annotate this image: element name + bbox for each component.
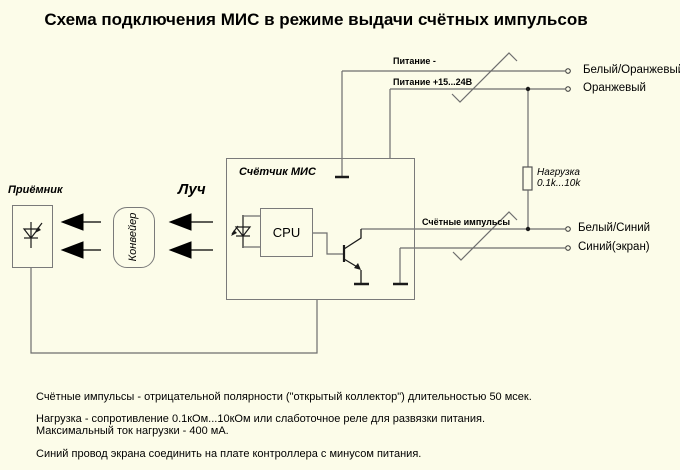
- power-minus-label: Питание -: [393, 56, 436, 66]
- cpu-box: CPU: [260, 208, 313, 257]
- pulses-label: Счётные импульсы: [422, 217, 511, 227]
- page-title: Схема подключения МИС в режиме выдачи сч…: [44, 10, 588, 29]
- receiver-cable-wire: [30, 268, 318, 354]
- load-label-line2: 0.1k...10k: [537, 178, 581, 189]
- beam-arrow-icons-left: [60, 213, 101, 259]
- counter-label: Счётчик МИС: [239, 166, 316, 178]
- beam-arrow-icons-right: [168, 213, 213, 259]
- receiver-label: Приёмник: [8, 184, 63, 196]
- terminal-label-blue-screen: Синий(экран): [578, 241, 650, 253]
- terminal-label-orange: Оранжевый: [583, 82, 646, 94]
- terminal-circles: [565, 68, 571, 251]
- cpu-label: CPU: [272, 225, 301, 240]
- note-shield: Синий провод экрана соединить на плате к…: [36, 448, 422, 460]
- load-resistor-icon: [522, 166, 533, 229]
- conveyor-box: [113, 207, 155, 268]
- note-pulses: Счётные импульсы - отрицательной полярно…: [36, 391, 532, 403]
- counter-box: [226, 158, 415, 300]
- photodiode-icon: [22, 222, 43, 248]
- junction-dot: [525, 86, 531, 92]
- power-plus-wire: [389, 88, 565, 167]
- shield-wire: [399, 247, 565, 283]
- cable-break-top-icon: [451, 52, 518, 103]
- note-max-current: Максимальный ток нагрузки - 400 мА.: [36, 425, 229, 437]
- junction-dot: [525, 226, 531, 232]
- power-plus-label: Питание +15...24В: [393, 77, 473, 87]
- receiver-box: [12, 205, 53, 268]
- led-icon: [231, 215, 260, 248]
- conveyor-label: Конвейер: [127, 212, 139, 262]
- load-label: Нагрузка 0.1k...10k: [537, 167, 580, 189]
- note-load: Нагрузка - сопротивление 0.1кОм...10кОм …: [36, 413, 485, 425]
- load-label-line1: Нагрузка: [537, 167, 580, 178]
- beam-label: Луч: [178, 181, 206, 198]
- cable-break-bottom-icon: [452, 211, 518, 261]
- terminal-label-white-blue: Белый/Синий: [578, 222, 651, 234]
- terminal-label-white-orange: Белый/Оранжевый: [583, 64, 680, 76]
- transistor-icon: [342, 229, 362, 283]
- cpu-to-transistor-wire: [313, 232, 344, 255]
